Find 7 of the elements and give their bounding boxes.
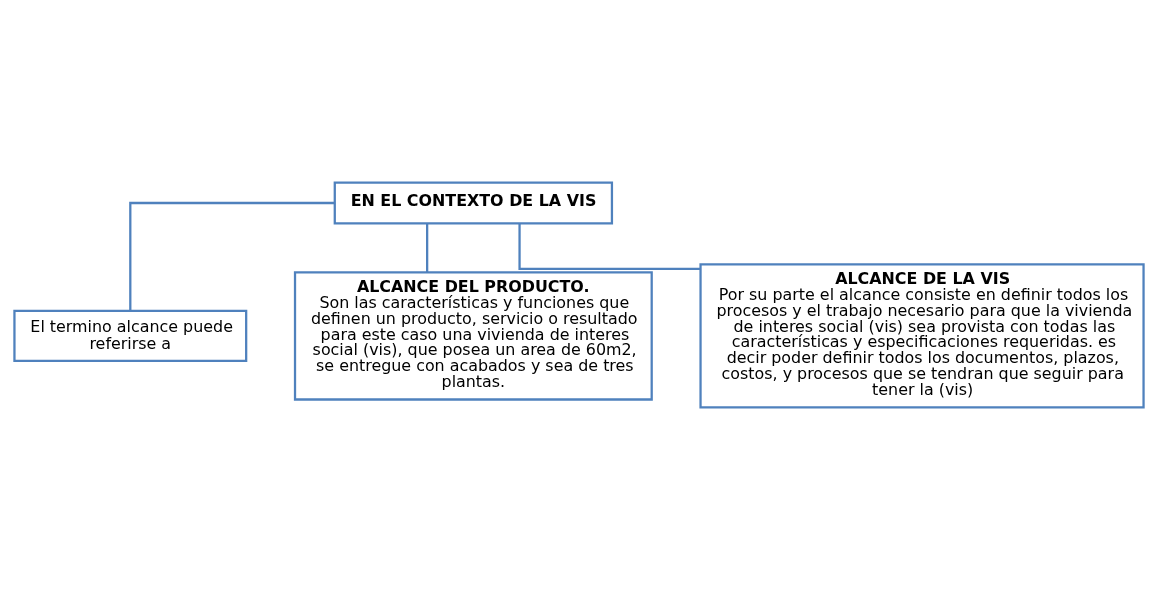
node-box: EN EL CONTEXTO DE LA VIS bbox=[333, 181, 614, 225]
connector bbox=[426, 223, 429, 273]
node-box: El termino alcance puede referirse a bbox=[13, 309, 248, 362]
connector bbox=[129, 201, 335, 311]
node-box: ALCANCE DEL PRODUCTO. Son las características y funciones que definen un producto, servicio o resultado para este caso una vivienda de interes social (vis), que posea un area de 60m2, se entregue con acabados y sea de tres plantas. bbox=[293, 271, 653, 401]
connector bbox=[518, 223, 701, 270]
node-box: ALCANCE DE LA VIS Por su parte el alcance consiste en definir todos los procesos y el trabajo necesario para que la vivienda de interes social (vis) sea provista con todas las características y especificaciones requeridas. es decir poder definir todos los documentos, plazos, costos, y procesos que se tendran que seguir para tener la (vis) bbox=[699, 263, 1145, 409]
